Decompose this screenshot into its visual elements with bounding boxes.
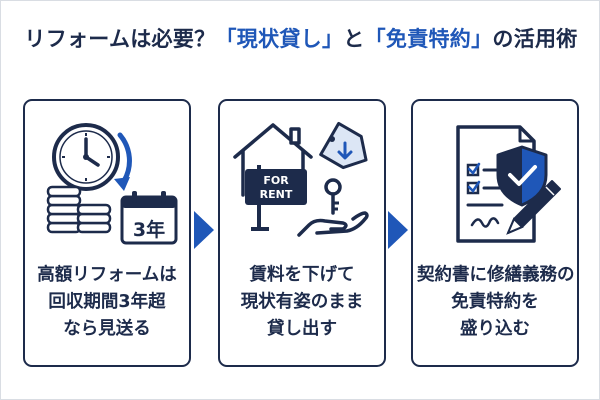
hand-icon (297, 211, 369, 237)
step-2-text: 賃料を下げて 現状有姿のまま 貸し出す (224, 262, 380, 343)
step-3-line-2: 免責特約を (451, 292, 539, 312)
key-icon (324, 178, 342, 215)
step-1-illustration: 3年 (46, 123, 178, 245)
title-part-2: 「現状貸し」 (215, 27, 344, 51)
step-2-illustration: FOR RENT (233, 121, 369, 237)
pen-icon (506, 180, 561, 235)
step-1-line-3: なら見送る (63, 319, 151, 339)
for-rent-sign-icon: FOR RENT (245, 165, 307, 231)
step-1-line-1: 高額リフォームは (37, 265, 177, 285)
step-3-line-3: 盛り込む (460, 319, 530, 339)
price-tag-icon (319, 121, 368, 170)
step-3-illustration (456, 125, 561, 243)
step-card-2: FOR RENT 賃料を下げて 現状有 (218, 99, 386, 367)
step-2-line-1: 賃料を下げて (249, 265, 355, 285)
calendar-icon: 3年 (120, 191, 178, 245)
arrow-right-icon (388, 211, 408, 249)
arrow-right-icon (194, 211, 214, 249)
coin-stack-icon (46, 185, 112, 234)
step-3-text: 契約書に修繕義務の 免責特約を 盛り込む (417, 262, 575, 343)
step-1-line-2: 回収期間3年超 (48, 292, 166, 312)
step-2-line-3: 貸し出す (267, 319, 337, 339)
step-card-1: 3年 高額リフォームは 回収期間3年超 なら見送る (23, 99, 191, 367)
shield-check-icon (496, 145, 548, 207)
title-part-1: リフォームは必要？ (24, 27, 216, 51)
step-1-text: 高額リフォームは 回収期間3年超 なら見送る (29, 262, 185, 343)
step-2-line-2: 現状有姿のまま (240, 292, 364, 312)
step-card-3: 契約書に修繕義務の 免責特約を 盛り込む (411, 99, 579, 367)
title-part-3: と (343, 27, 365, 51)
page-title: リフォームは必要？「現状貸し」と「免責特約」の活用術 (1, 23, 600, 53)
clock-icon (52, 123, 132, 191)
title-part-5: の活用術 (492, 27, 578, 51)
step-3-line-1: 契約書に修繕義務の (417, 265, 575, 285)
sign-label-bottom: RENT (260, 188, 293, 201)
sign-label-top: FOR (263, 174, 289, 187)
title-part-4: 「免責特約」 (364, 27, 493, 51)
calendar-label: 3年 (133, 218, 165, 241)
